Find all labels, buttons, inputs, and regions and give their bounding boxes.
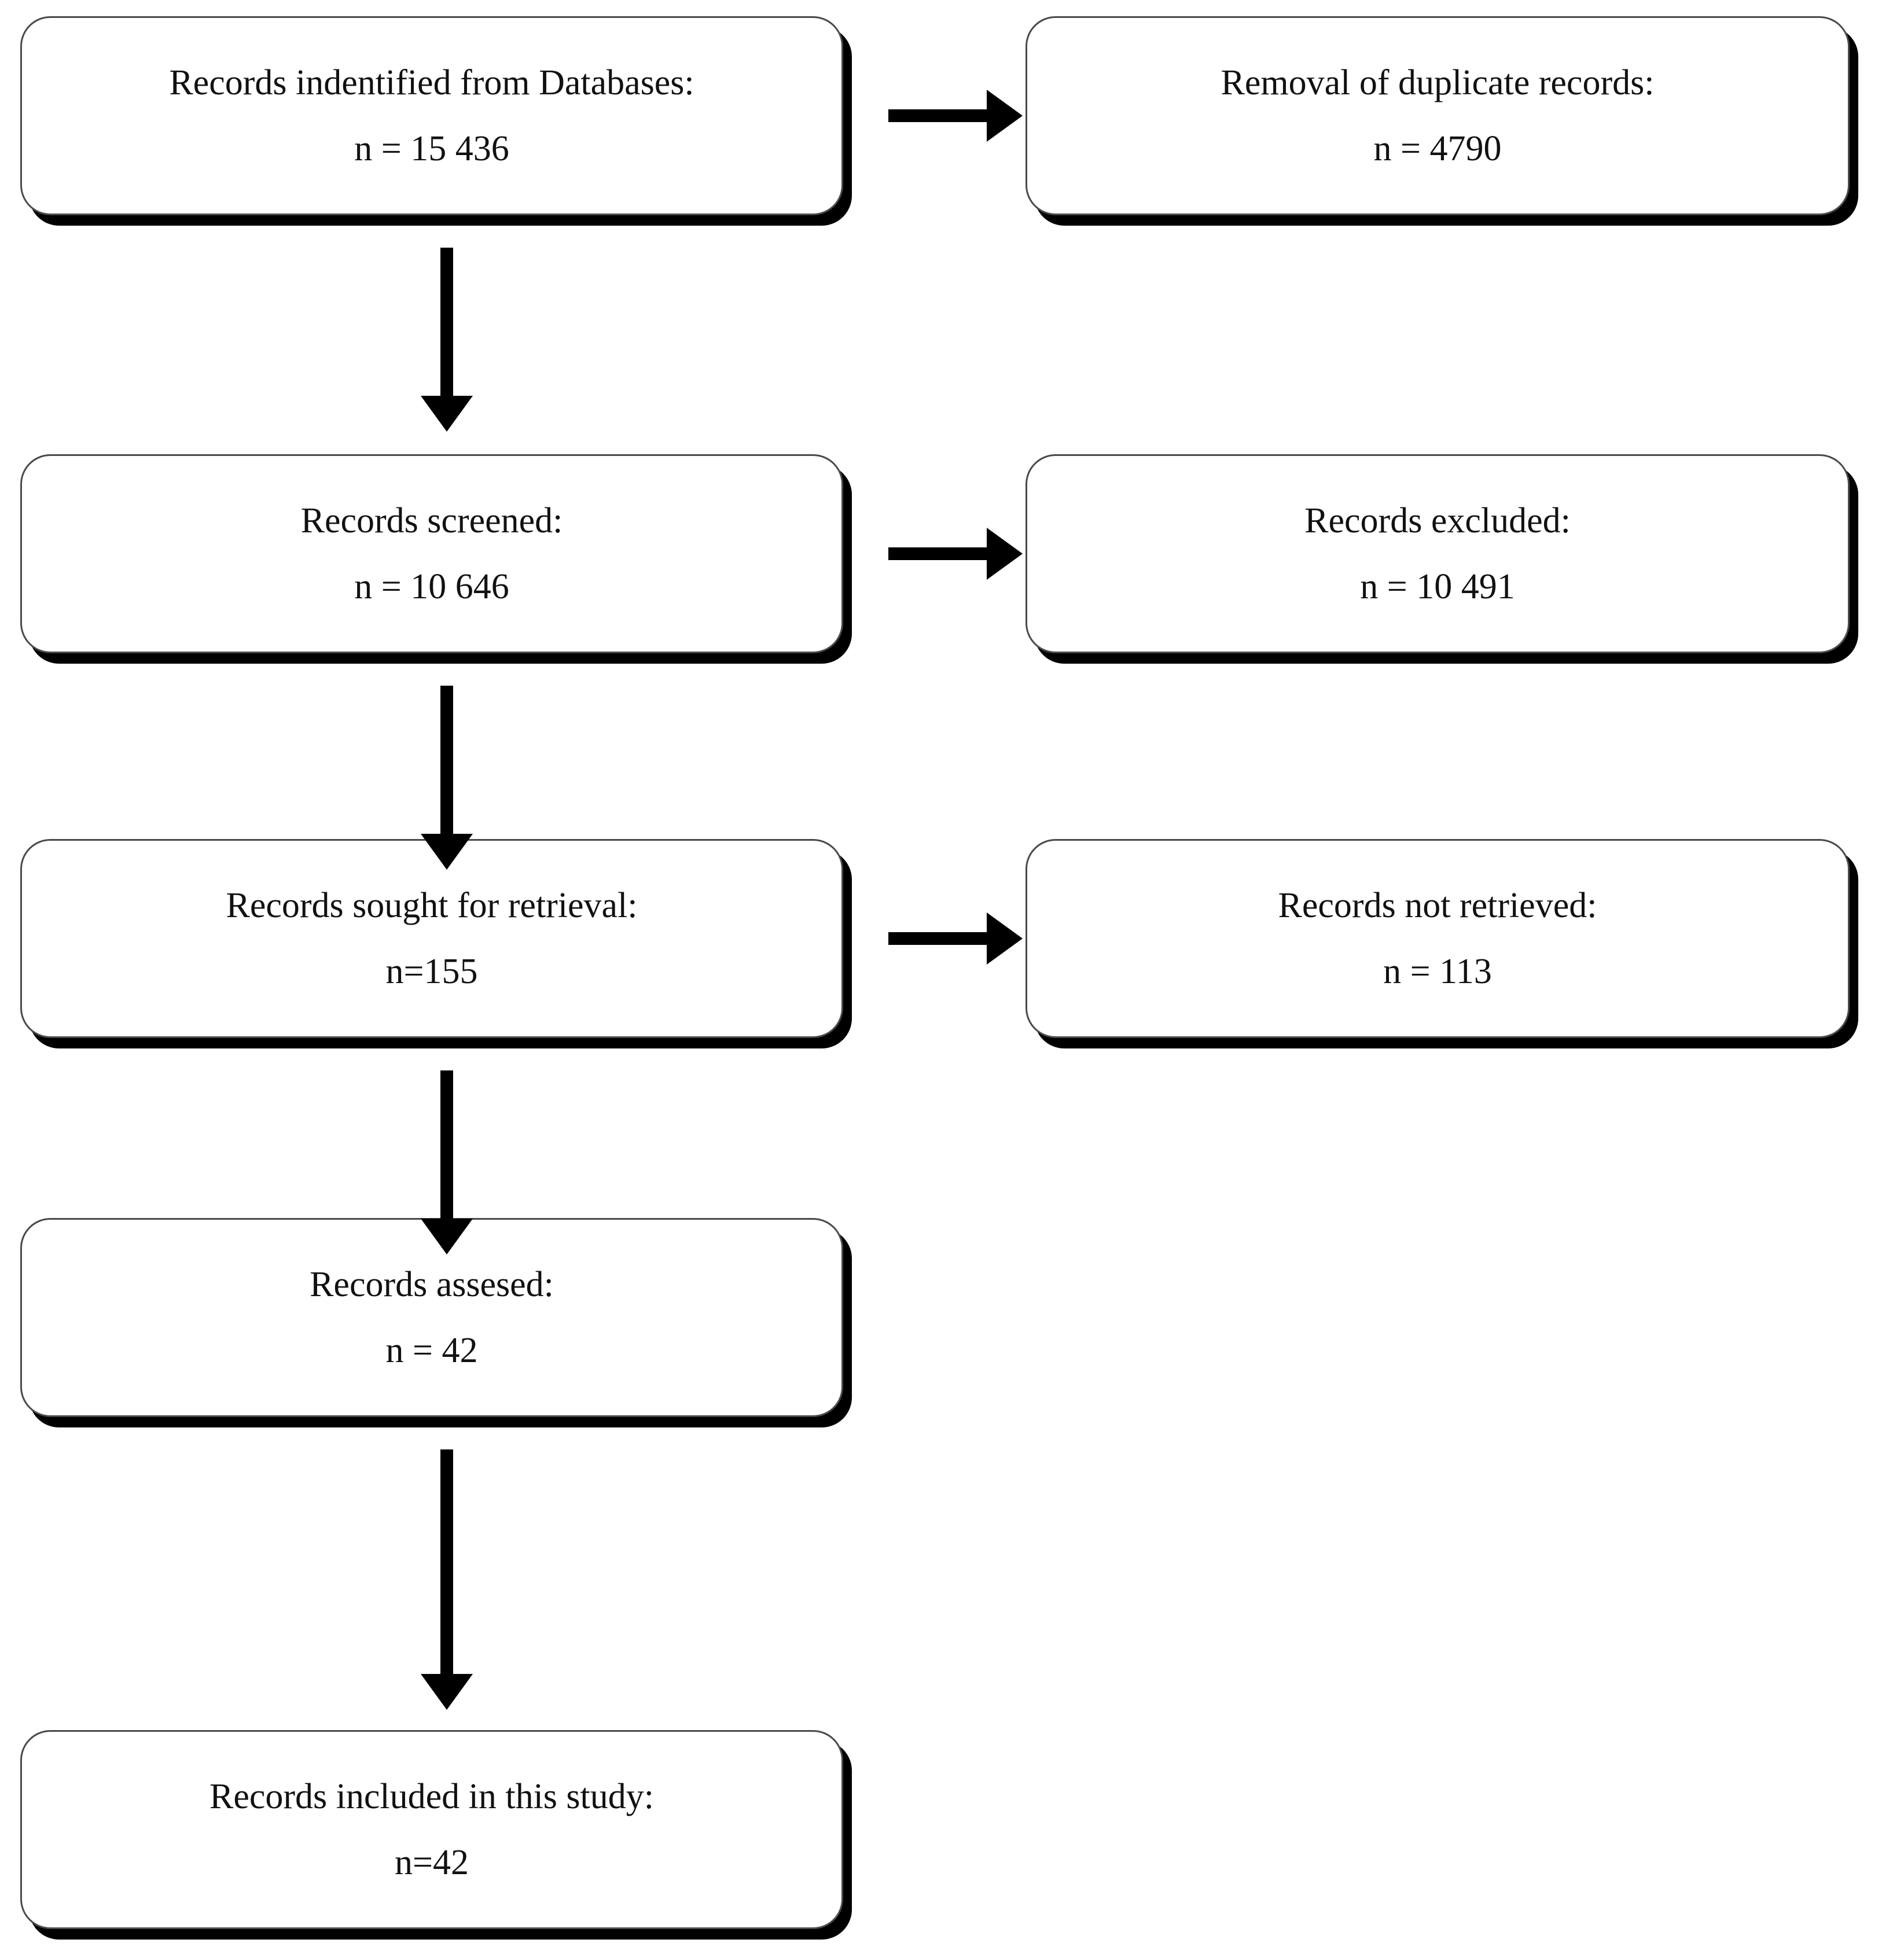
arrow-head <box>421 396 473 432</box>
node-records-assessed: Records assesed: n = 42 <box>20 1218 843 1417</box>
node-line-count: n = 4790 <box>1373 129 1502 168</box>
arrow-shaft <box>888 932 991 945</box>
arrow-identified-to-screened <box>412 248 481 432</box>
node-records-screened: Records screened: n = 10 646 <box>20 454 843 653</box>
node-line-primary: Records sought for retrieval: <box>226 885 638 925</box>
node-records-identified: Records indentified from Databases: n = … <box>20 16 843 215</box>
node-line-count: n = 42 <box>385 1331 478 1370</box>
arrow-identified-to-duplicates <box>888 87 1023 145</box>
arrow-shaft <box>440 1070 453 1219</box>
node-line-primary: Removal of duplicate records: <box>1221 62 1655 102</box>
node-records-not-retrieved: Records not retrieved: n = 113 <box>1025 839 1850 1038</box>
arrow-screened-to-excluded <box>888 525 1023 583</box>
node-line-count: n=155 <box>385 952 478 991</box>
arrow-head <box>421 1219 473 1254</box>
node-records-included: Records included in this study: n=42 <box>20 1730 843 1929</box>
arrow-head <box>421 1674 473 1710</box>
arrow-screened-to-sought <box>412 686 481 870</box>
node-line-primary: Records not retrieved: <box>1278 885 1597 925</box>
arrow-head <box>987 90 1023 142</box>
arrow-shaft <box>888 547 991 560</box>
node-line-primary: Records excluded: <box>1304 501 1571 540</box>
node-records-excluded: Records excluded: n = 10 491 <box>1025 454 1850 653</box>
node-line-count: n = 15 436 <box>354 129 509 168</box>
node-line-primary: Records assesed: <box>310 1264 554 1304</box>
node-line-count: n=42 <box>395 1843 469 1882</box>
node-line-count: n = 10 646 <box>354 567 509 606</box>
arrow-head <box>421 834 473 870</box>
arrow-sought-to-assessed <box>412 1070 481 1254</box>
arrow-shaft <box>888 109 991 122</box>
arrow-shaft <box>440 248 453 396</box>
node-line-primary: Records screened: <box>300 501 563 540</box>
arrow-sought-to-not-retrieved <box>888 910 1023 967</box>
arrow-head <box>987 912 1023 965</box>
arrow-head <box>987 528 1023 580</box>
node-line-primary: Records indentified from Databases: <box>169 62 694 102</box>
node-records-sought: Records sought for retrieval: n=155 <box>20 839 843 1038</box>
node-line-count: n = 113 <box>1383 952 1492 991</box>
arrow-assessed-to-included <box>412 1449 481 1710</box>
arrow-shaft <box>440 686 453 834</box>
node-line-primary: Records included in this study: <box>209 1776 655 1816</box>
arrow-shaft <box>440 1449 453 1674</box>
node-duplicates-removed: Removal of duplicate records: n = 4790 <box>1025 16 1850 215</box>
node-line-count: n = 10 491 <box>1360 567 1515 606</box>
